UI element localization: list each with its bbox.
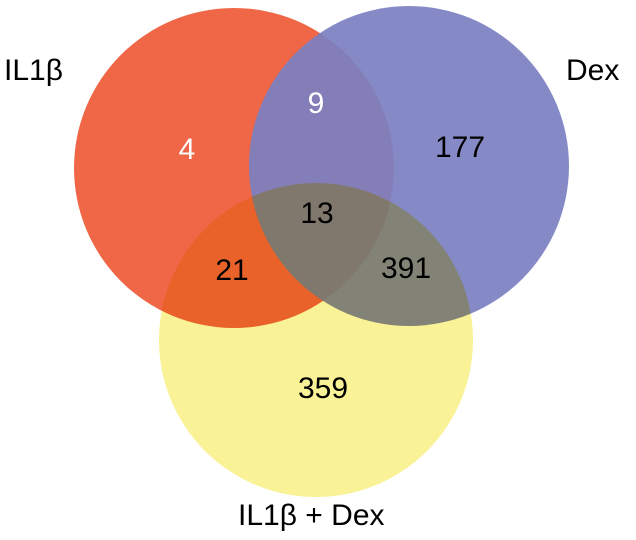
il1b-dex-overlap-count: 9 [308,87,325,120]
il1b-combo-overlap-count: 21 [215,254,248,287]
dex-combo-overlap-count: 391 [381,252,431,285]
il1b-set-label: IL1β [4,54,63,87]
dex-only-count: 177 [435,131,485,164]
combo-only-count: 359 [298,372,348,405]
il1b-dex-combo-set-circle [159,183,473,497]
il1b-only-count: 4 [179,133,196,166]
dex-set-label: Dex [566,54,619,87]
combo-set-label: IL1β + Dex [238,499,385,532]
all-three-overlap-count: 13 [300,197,333,230]
